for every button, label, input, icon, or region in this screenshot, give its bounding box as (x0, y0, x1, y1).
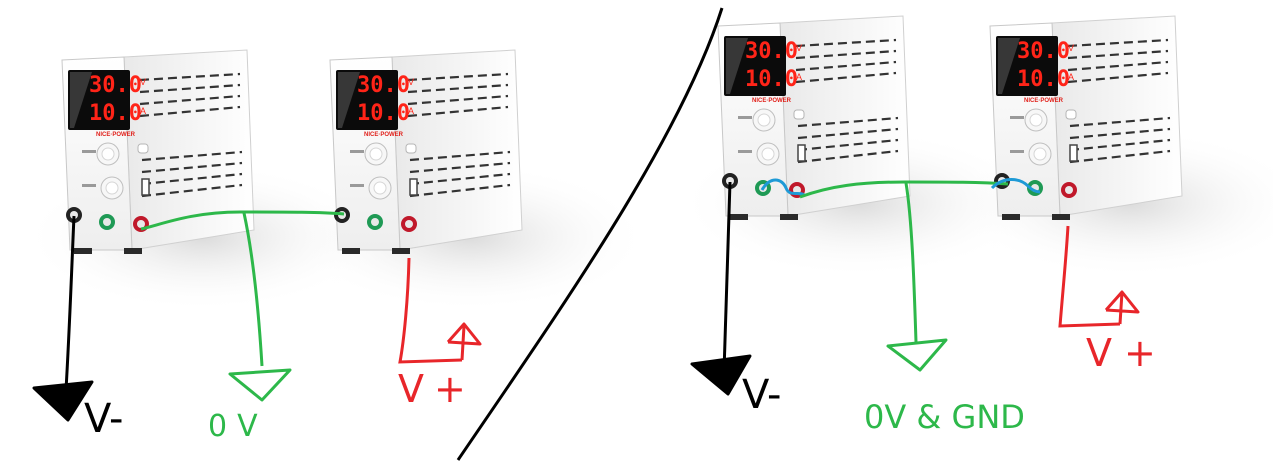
current-readout: 10.0 (1017, 67, 1070, 92)
voltage-readout: 30.0 (745, 39, 798, 64)
ground-triangle-icon (228, 368, 292, 402)
zero-volt-gnd-label: 0V & GND (864, 398, 1025, 436)
vneg-label: V- (742, 372, 781, 418)
blue-jumper-wire-1 (760, 178, 807, 198)
current-unit: A (408, 106, 414, 116)
blue-jumper-wire-2 (990, 178, 1041, 194)
current-readout: 10.0 (89, 101, 142, 126)
divider-slash (456, 7, 724, 461)
vneg-label: V- (84, 396, 123, 442)
power-supply-4: 30.0 V 10.0 A NICE·POWER (948, 14, 1273, 280)
current-unit: A (140, 106, 146, 116)
current-unit: A (796, 72, 802, 82)
green-zero-wire (242, 212, 264, 367)
vneg-arrow-icon (690, 354, 752, 396)
zero-volt-label: 0V (208, 409, 268, 444)
power-supply-1: 30.0 V 10.0 A NICE·POWER (20, 48, 384, 314)
voltage-unit: V (408, 77, 414, 87)
current-unit: A (1068, 72, 1074, 82)
brand-logo: NICE·POWER (96, 132, 136, 138)
vneg-arrow-icon (32, 380, 94, 422)
brand-logo: NICE·POWER (752, 98, 792, 104)
brand-logo: NICE·POWER (364, 132, 404, 138)
green-zero-wire (904, 182, 918, 343)
vpos-label: V+ (1086, 331, 1168, 375)
green-link-wire (799, 180, 1009, 199)
voltage-unit: V (796, 43, 802, 53)
voltage-readout: 30.0 (357, 73, 410, 98)
voltage-readout: 30.0 (1017, 39, 1070, 64)
vpos-arrow-icon (446, 322, 482, 361)
right-panel: 30.0 V 10.0 A NICE·POWER 30.0 V 10.0 A N… (676, 14, 1273, 436)
ground-triangle-icon (886, 338, 948, 372)
current-readout: 10.0 (745, 67, 798, 92)
red-wire (1058, 225, 1121, 328)
voltage-readout: 30.0 (89, 73, 142, 98)
voltage-unit: V (140, 77, 146, 87)
black-wire (722, 181, 732, 373)
left-panel: 30.0 V 10.0 A NICE·POWER 30.0 V 10.0 A N… (20, 48, 652, 444)
brand-logo: NICE·POWER (1024, 98, 1064, 104)
voltage-unit: V (1068, 43, 1074, 53)
power-supply-2: 30.0 V 10.0 A NICE·POWER (288, 48, 652, 314)
black-wire (64, 215, 76, 391)
red-wire (398, 257, 463, 364)
current-readout: 10.0 (357, 101, 410, 126)
vpos-label: V+ (398, 367, 476, 411)
green-link-wire (140, 210, 345, 231)
vpos-arrow-icon (1104, 290, 1140, 325)
power-supply-3: 30.0 V 10.0 A NICE·POWER (676, 14, 1040, 280)
